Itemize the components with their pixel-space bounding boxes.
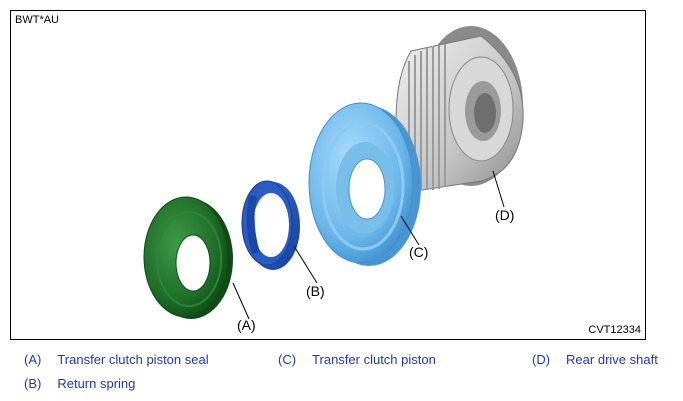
rear-drive-shaft-part [395,26,524,192]
legend-letter: (D) [532,352,551,367]
legend-text: Transfer clutch piston [312,352,436,367]
figure-code-bottom: CVT12334 [588,324,641,336]
legend-text: Return spring [57,376,136,391]
leader-line-b [293,245,318,284]
callout-d: (D) [495,207,515,223]
legend-letter: (A) [24,352,42,367]
figure-code-top: BWT*AU [15,14,59,26]
piston-seal-part [143,196,233,319]
leader-line-a [232,282,250,320]
callout-a: (A) [237,317,256,333]
return-spring-part [241,180,300,270]
legend-text: Transfer clutch piston seal [57,352,209,367]
callout-c: (C) [409,244,429,260]
leader-lines [232,170,505,320]
legend-item-c: (C) Transfer clutch piston [278,352,436,367]
legend-letter: (B) [24,376,42,391]
legend-text: Rear drive shaft [566,352,658,367]
callout-b: (B) [306,283,325,299]
legend-item-b: (B) Return spring [24,376,135,391]
transfer-clutch-piston-part [308,102,421,266]
legend-letter: (C) [278,352,297,367]
leader-line-c [400,215,420,246]
legend-item-d: (D) Rear drive shaft [532,352,658,367]
exploded-view-figure: BWT*AU [10,10,646,340]
leader-line-d [492,170,505,208]
parts-illustration [143,26,524,320]
legend-item-a: (A) Transfer clutch piston seal [24,352,209,367]
